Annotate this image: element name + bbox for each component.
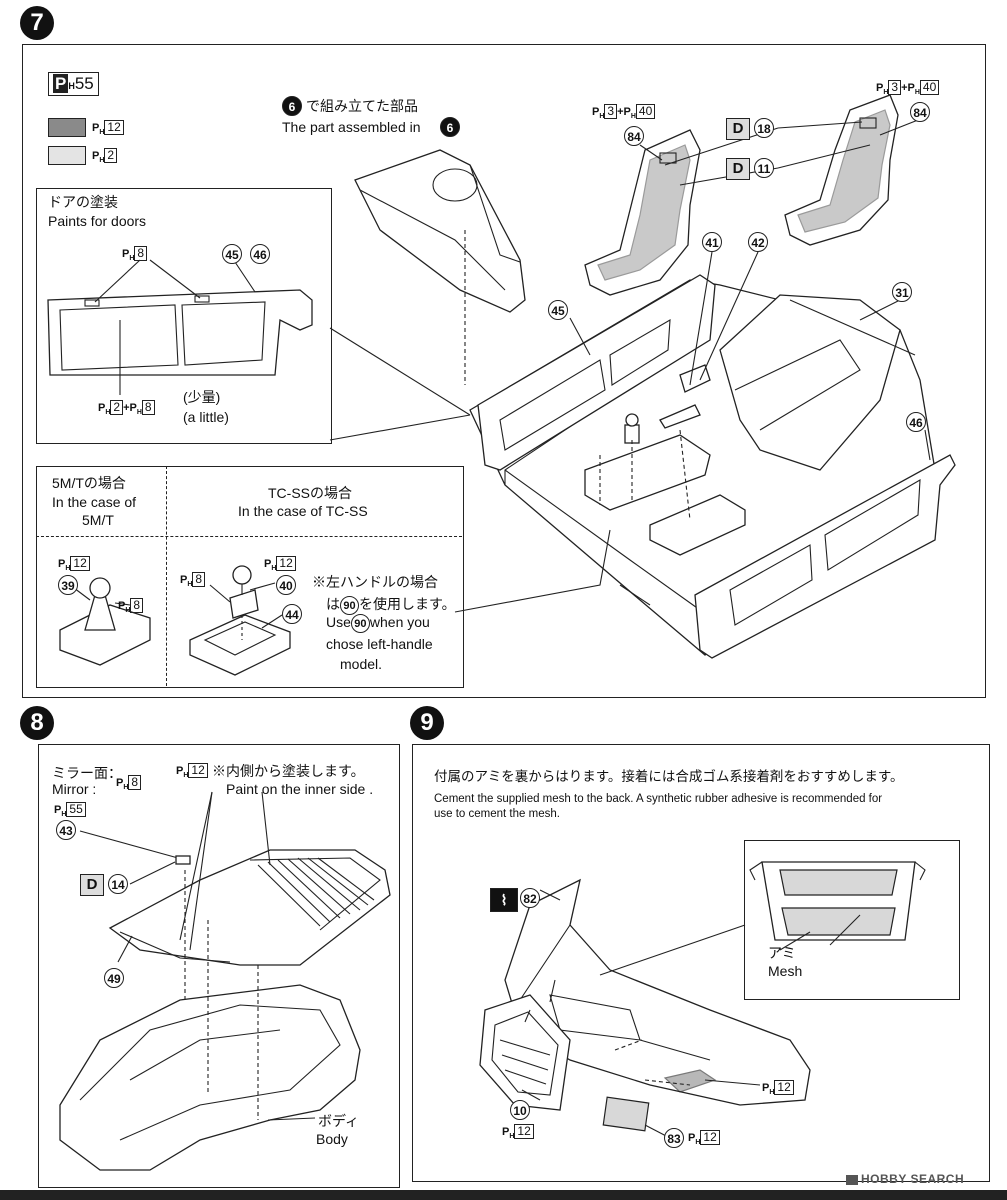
mesh-ja: アミ [768, 945, 796, 961]
doors-part-46: 46 [250, 244, 270, 264]
decal-d-icon-14: D [80, 874, 104, 896]
part-46: 46 [906, 412, 926, 432]
tc-en: In the case of TC-SS [238, 503, 368, 519]
part-42: 42 [748, 232, 768, 252]
mirror-en: Mirror : [52, 781, 97, 797]
mesh-instruction-ja: 付属のアミを裏からはります。接着には合成ゴム系接着剤をおすすめします。 [434, 769, 904, 784]
step-9-illustration [479, 861, 926, 1139]
step-8-illustration [59, 791, 391, 1171]
bottom-bar [0, 1190, 1007, 1200]
ref-6-circle-en: 6 [440, 117, 460, 137]
decal-d-icon-11: D [726, 158, 750, 180]
paint-code-value: 55 [74, 74, 94, 93]
doors-part-45: 45 [222, 244, 242, 264]
doors-box [36, 188, 332, 444]
watermark-logo-icon [846, 1174, 858, 1185]
mirror-ja: ミラー面： [52, 765, 122, 781]
inner-ja: ※内側から塗装します。 [212, 763, 365, 779]
part-82: 82 [520, 888, 540, 908]
step-7-number: 7 [20, 6, 54, 40]
body-en: Body [316, 1131, 348, 1147]
part-83: 83 [664, 1128, 684, 1148]
decal-18: 18 [754, 118, 774, 138]
seat-right-part-84: 84 [910, 102, 930, 122]
mesh-inset-box [744, 840, 960, 1000]
swatch-gray [48, 118, 86, 137]
glue-icon: ⌇ [490, 888, 518, 912]
doors-en: Paints for doors [48, 213, 147, 229]
tc-ja: TC-SSの場合 [268, 485, 352, 501]
part-10: 10 [510, 1100, 530, 1120]
body-ja: ボディ [318, 1113, 360, 1129]
decal-11: 11 [754, 158, 774, 178]
decal-d-icon-18: D [726, 118, 750, 140]
step-8-number: 8 [20, 706, 54, 740]
step-7-illustration [47, 94, 956, 676]
note-ja1: ※左ハンドルの場合 [312, 574, 438, 590]
mt-part-39: 39 [58, 575, 78, 595]
watermark-text: HOBBY SEARCH [861, 1172, 965, 1186]
mesh-instruction-en2: use to cement the mesh. [434, 808, 560, 820]
mt-en1: In the case of [52, 494, 137, 510]
assembled-en: The part assembled in [282, 119, 421, 135]
tc-part-44: 44 [282, 604, 302, 624]
decal-14: 14 [108, 874, 128, 894]
inner-en: Paint on the inner side . [226, 781, 374, 797]
part-31: 31 [892, 282, 912, 302]
mesh-en: Mesh [768, 963, 803, 979]
watermark: HOBBY SEARCH [846, 1172, 964, 1186]
part-49: 49 [104, 968, 124, 988]
shifter-table [36, 466, 464, 688]
mesh-instruction-en1: Cement the supplied mesh to the back. A … [434, 793, 883, 805]
tc-part-40: 40 [276, 575, 296, 595]
ref-6-circle: 6 [282, 96, 302, 116]
swatch-light [48, 146, 86, 165]
step-9-panel [412, 744, 990, 1182]
mt-ja: 5M/Tの場合 [52, 475, 126, 491]
note-ref-90-en: 90 [350, 614, 370, 633]
part-43: 43 [56, 820, 76, 840]
shifter-table-divider-h [36, 536, 462, 538]
note-ref-90: 90 [340, 595, 359, 615]
shifter-table-divider-v [166, 466, 168, 686]
step-9-number: 9 [410, 706, 444, 740]
assembled-ja: で組み立てた部品 [306, 98, 418, 114]
part-41: 41 [702, 232, 722, 252]
doors-little-en: (a little) [183, 409, 229, 425]
part-45: 45 [548, 300, 568, 320]
note-en2: chose left-handle [326, 636, 433, 652]
doors-little-ja: (少量) [183, 389, 221, 405]
mt-en2: 5M/T [82, 512, 114, 528]
seat-left-part-84: 84 [624, 126, 644, 146]
note-en3: model. [340, 656, 383, 672]
doors-ja: ドアの塗装 [48, 194, 118, 210]
